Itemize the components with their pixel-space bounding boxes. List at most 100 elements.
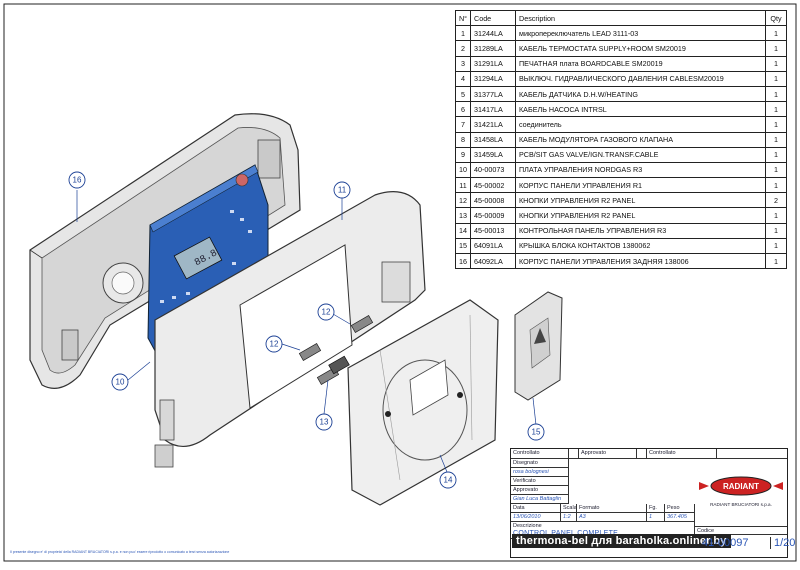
cell-qty: 1: [765, 177, 787, 194]
cell-code: 40-00073: [470, 161, 516, 179]
tb-formato-label: Formato: [577, 504, 647, 513]
cell-qty: 1: [765, 25, 787, 42]
drawing-number: 41-00097: [702, 537, 749, 549]
cell-qty: 1: [765, 207, 787, 224]
tb-fg-value: 1: [647, 513, 665, 522]
tb-formato-value: A3: [577, 513, 647, 522]
tb-descr-label: Descrizione: [511, 522, 695, 530]
leader-lines: [76, 190, 537, 473]
svg-text:10: 10: [116, 378, 125, 387]
cell-desc: КОРПУС ПАНЕЛИ УПРАВЛЕНИЯ ЗАДНЯЯ 138006: [515, 252, 766, 270]
cell-n: 15: [455, 237, 471, 255]
cell-code: 31291LA: [470, 55, 516, 72]
tb-h1: Controllato: [511, 449, 569, 459]
tb-disegnato-label: Disegnato: [511, 459, 569, 468]
cell-n: 12: [455, 192, 471, 209]
svg-text:15: 15: [532, 428, 541, 437]
cell-qty: 1: [765, 40, 787, 57]
cell-n: 3: [455, 55, 471, 72]
sheet-number: 1/20: [770, 537, 795, 549]
cell-desc: КАБЕЛЬ ДАТЧИКА D.H.W/HEATING: [515, 85, 766, 103]
tb-scala-label: Scala: [561, 504, 577, 513]
tb-peso-label: Peso: [665, 504, 695, 513]
tb-data-label: Data: [511, 504, 561, 513]
cell-qty: 1: [765, 146, 787, 163]
cell-n: 9: [455, 146, 471, 163]
svg-text:12: 12: [270, 340, 279, 349]
callout-13: 13: [315, 413, 333, 431]
cell-code: 31458LA: [470, 131, 516, 148]
tb-verificato-label: Verificato: [511, 477, 569, 486]
cell-qty: 1: [765, 222, 787, 239]
tb-logo-area: RADIANT RADIANT BRUCIATORI s.p.a.: [695, 459, 787, 527]
cell-desc: КНОПКИ УПРАВЛЕНИЯ R2 PANEL: [515, 207, 766, 224]
part-control-panel: [347, 299, 499, 506]
cell-code: 31421LA: [470, 116, 516, 133]
svg-text:14: 14: [444, 476, 453, 485]
cell-n: 11: [455, 177, 471, 194]
col-number: N°: [455, 9, 471, 27]
cell-desc: КАБЕЛЬ МОДУЛЯТОРА ГАЗОВОГО КЛАПАНА: [515, 131, 766, 148]
svg-text:11: 11: [338, 186, 347, 195]
footer-note: Il presente disegno e' di proprieta' del…: [10, 550, 230, 554]
cell-code: 45-00013: [470, 222, 516, 239]
cell-n: 16: [455, 252, 471, 270]
cell-n: 5: [455, 85, 471, 103]
tb-h3: Controllato: [647, 449, 717, 459]
cell-qty: 1: [765, 70, 787, 87]
tb-fg-label: Fg.: [647, 504, 665, 513]
cell-desc: ВЫКЛЮЧ. ГИДРАВЛИЧЕСКОГО ДАВЛЕНИЯ CABLESM…: [515, 70, 766, 87]
cell-code: 45-00008: [470, 192, 516, 209]
cell-qty: 2: [765, 192, 787, 209]
callout-10: 10: [111, 373, 129, 391]
callout-14: 14: [439, 471, 457, 489]
cell-qty: 1: [765, 252, 787, 270]
cell-code: 64091LA: [470, 237, 516, 255]
svg-text:RADIANT BRUCIATORI s.p.a.: RADIANT BRUCIATORI s.p.a.: [710, 502, 772, 507]
tb-approvato-value: Gian Luca Battaglin: [511, 495, 569, 504]
cell-desc: ПЕЧАТНАЯ плата BOARDCABLE SM20019: [515, 55, 766, 72]
cell-code: 31417LA: [470, 101, 516, 118]
cell-n: 4: [455, 70, 471, 87]
tb-h2: Approvato: [579, 449, 637, 459]
cell-n: 2: [455, 40, 471, 57]
tb-peso-value: 367.405: [665, 513, 695, 522]
svg-text:RADIANT: RADIANT: [723, 482, 759, 491]
cell-n: 7: [455, 116, 471, 133]
cell-code: 45-00009: [470, 207, 516, 224]
svg-text:13: 13: [320, 418, 329, 427]
col-description: Description: [515, 9, 766, 27]
svg-text:12: 12: [322, 308, 331, 317]
watermark: thermona-bel для baraholka.onliner.by: [512, 534, 731, 548]
cell-qty: 1: [765, 85, 787, 103]
cell-desc: КНОПКИ УПРАВЛЕНИЯ R2 PANEL: [515, 192, 766, 209]
callout-11: 11: [333, 181, 351, 199]
parts-table-header: N° Code Description Qty: [455, 9, 787, 27]
callout-12: 12: [265, 335, 283, 353]
cell-code: 64092LA: [470, 252, 516, 270]
radiant-logo-icon: RADIANT RADIANT BRUCIATORI s.p.a.: [699, 476, 783, 507]
cell-desc: PCB/SIT GAS VALVE/IGN.TRANSF.CABLE: [515, 146, 766, 163]
cell-n: 14: [455, 222, 471, 239]
cell-desc: ПЛАТА УПРАВЛЕНИЯ NORDGAS R3: [515, 161, 766, 179]
cell-qty: 1: [765, 131, 787, 148]
callout-16: 16: [68, 171, 86, 189]
cell-code: 31244LA: [470, 25, 516, 42]
part-front-housing: [154, 191, 426, 468]
